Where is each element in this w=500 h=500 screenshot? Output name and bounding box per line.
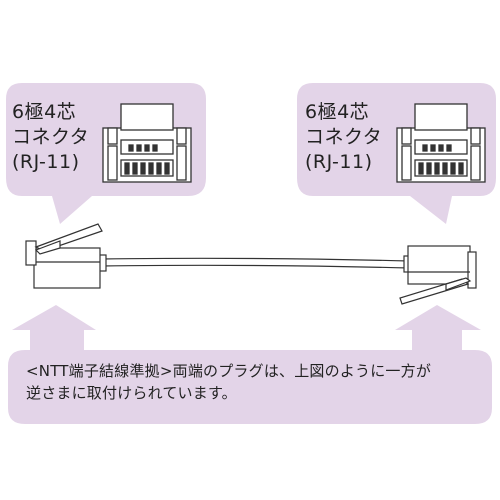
note-text: <NTT端子結線準拠>両端のプラグは、上図のように一方が 逆さまに取付けられてい… bbox=[26, 360, 486, 404]
right-plug bbox=[399, 245, 477, 305]
right-callout-line-1: 6極4芯 bbox=[305, 101, 370, 123]
left-callout-label: 6極4芯 コネクタ (RJ-11) bbox=[12, 100, 89, 175]
note-line-2: 逆さまに取付けられています。 bbox=[26, 384, 237, 402]
left-callout-line-3: (RJ-11) bbox=[12, 151, 80, 173]
left-callout-line-2: コネクタ bbox=[12, 126, 90, 148]
right-callout-line-2: コネクタ bbox=[305, 126, 383, 148]
right-callout-line-3: (RJ-11) bbox=[305, 151, 373, 173]
right-callout-label: 6極4芯 コネクタ (RJ-11) bbox=[305, 100, 382, 175]
left-connector-icon bbox=[102, 103, 192, 183]
right-connector-icon bbox=[396, 103, 486, 183]
note-line-1: <NTT端子結線準拠>両端のプラグは、上図のように一方が bbox=[26, 362, 432, 380]
left-callout-line-1: 6極4芯 bbox=[12, 101, 77, 123]
left-plug bbox=[25, 223, 107, 289]
cable bbox=[101, 257, 411, 269]
note-box bbox=[8, 305, 492, 424]
